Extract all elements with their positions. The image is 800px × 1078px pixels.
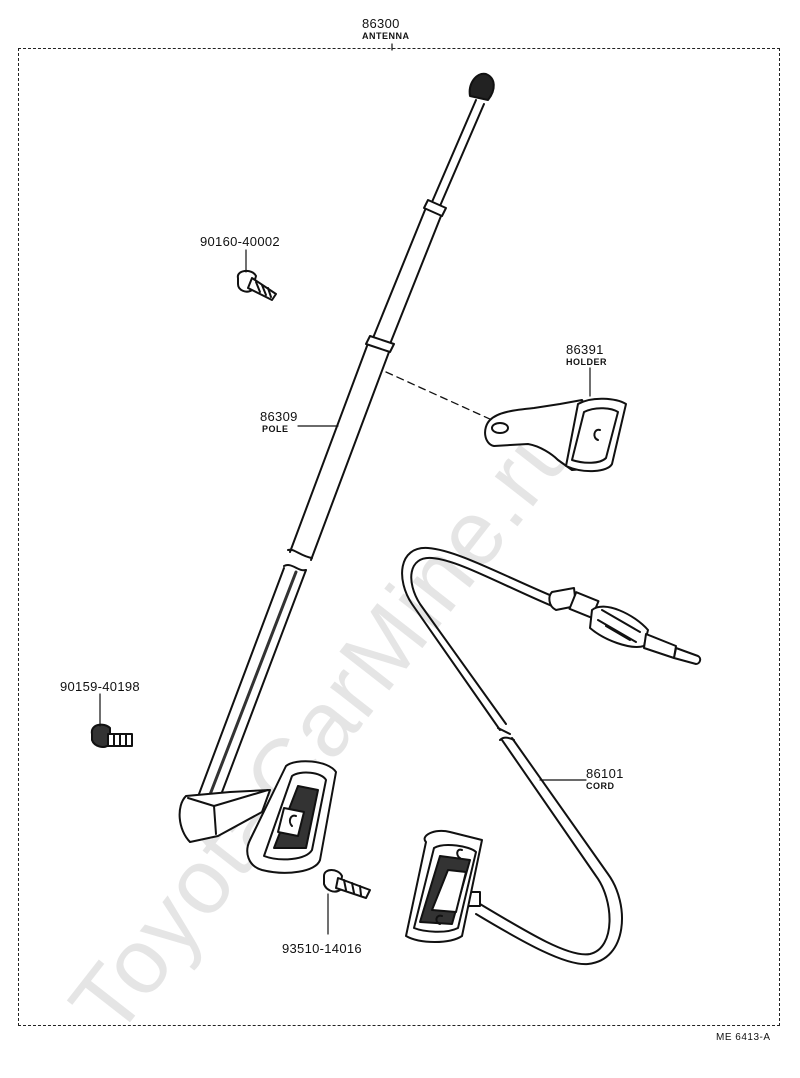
screw-bottom bbox=[323, 869, 371, 899]
screw-bottom-part-number: 93510-14016 bbox=[282, 941, 362, 956]
cord-part-number: 86101 bbox=[586, 766, 624, 781]
pole-name: POLE bbox=[262, 424, 289, 434]
screw-left bbox=[90, 723, 133, 748]
leader-lines bbox=[99, 249, 591, 935]
screw-top bbox=[236, 270, 277, 301]
cord-name: CORD bbox=[586, 781, 615, 791]
holder-part-number: 86391 bbox=[566, 342, 604, 357]
diagram-frame bbox=[18, 48, 780, 1026]
antenna-pole bbox=[195, 72, 495, 809]
assembly-part-number: 86300 bbox=[362, 16, 400, 31]
assembly-name: ANTENNA bbox=[362, 31, 410, 41]
screw-top-part-number: 90160-40002 bbox=[200, 234, 280, 249]
holder-dashed-leader bbox=[385, 371, 493, 421]
holder-part bbox=[484, 397, 627, 472]
cord-part bbox=[401, 546, 702, 966]
holder-name: HOLDER bbox=[566, 357, 607, 367]
pole-part-number: 86309 bbox=[260, 409, 298, 424]
diagram-code: ME 6413-A bbox=[716, 1032, 771, 1043]
antenna-base bbox=[178, 760, 337, 874]
screw-left-part-number: 90159-40198 bbox=[60, 679, 140, 694]
